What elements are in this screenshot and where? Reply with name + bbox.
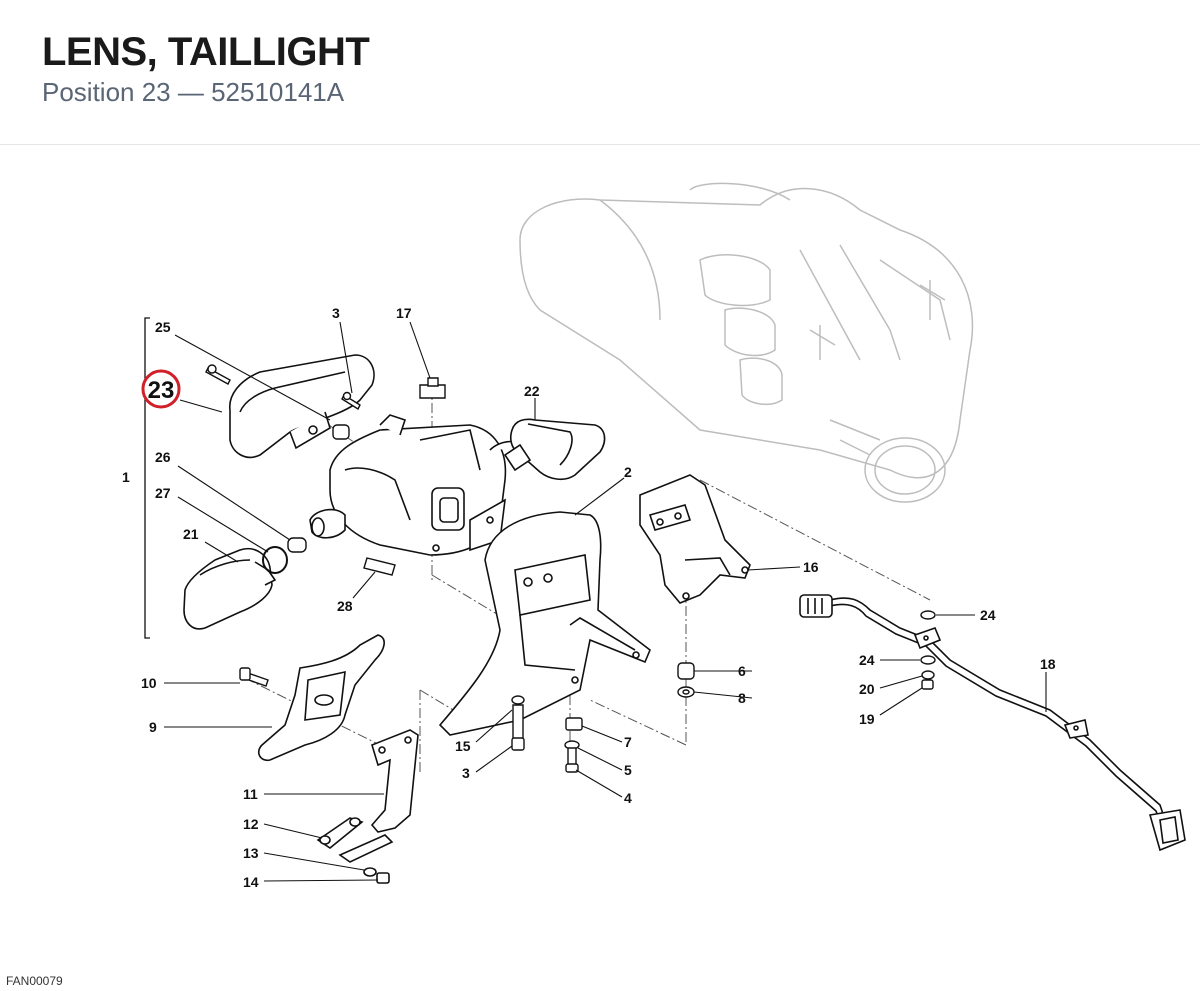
- muffler-outline: [519, 182, 974, 503]
- callout-16: 16: [803, 559, 819, 575]
- page-header: LENS, TAILLIGHT Position 23 — 52510141A: [0, 0, 1200, 145]
- bulb-and-screw: [332, 391, 361, 440]
- wiring-harness: [799, 594, 1186, 852]
- callout-10: 10: [141, 675, 157, 691]
- page-subtitle: Position 23 — 52510141A: [42, 77, 345, 107]
- harness-hardware: [920, 610, 936, 690]
- callout-22: 22: [524, 383, 540, 399]
- callout-3b: 3: [462, 765, 470, 781]
- taillight-lens: [229, 354, 375, 459]
- callout-17: 17: [396, 305, 412, 321]
- exploded-parts-diagram: 1 2 3 3 4 5 6 7 8 9 10 11 12 13 14 15 16…: [122, 182, 1186, 890]
- license-light-bracket: [258, 634, 385, 762]
- callout-labels: 1 2 3 3 4 5 6 7 8 9 10 11 12 13 14 15 16…: [122, 305, 1056, 890]
- callout-24a: 24: [980, 607, 996, 623]
- callout-12: 12: [243, 816, 259, 832]
- lower-bracket-set: [316, 729, 419, 884]
- fastener-stack: [511, 695, 583, 773]
- callout-4: 4: [624, 790, 632, 806]
- callout-8: 8: [738, 690, 746, 706]
- callout-5: 5: [624, 762, 632, 778]
- screw-10: [239, 667, 269, 687]
- callout-26: 26: [155, 449, 171, 465]
- pin: [363, 557, 396, 576]
- main-bracket: [438, 511, 651, 736]
- turn-signal-right: [503, 418, 606, 481]
- callout-7: 7: [624, 734, 632, 750]
- clip-nut: [419, 377, 446, 399]
- callout-13: 13: [243, 845, 259, 861]
- figure-code: FAN00079: [6, 974, 63, 988]
- page-title: LENS, TAILLIGHT: [42, 30, 370, 74]
- lens-screw: [205, 364, 231, 385]
- callout-9: 9: [149, 719, 157, 735]
- callout-23-highlighted[interactable]: 23: [148, 377, 175, 404]
- callout-25: 25: [155, 319, 171, 335]
- turn-signal-left: [183, 548, 277, 630]
- callout-1: 1: [122, 469, 130, 485]
- callout-3a: 3: [332, 305, 340, 321]
- callout-6: 6: [738, 663, 746, 679]
- callout-18: 18: [1040, 656, 1056, 672]
- callout-11: 11: [243, 786, 258, 802]
- callout-15: 15: [455, 738, 471, 754]
- callout-27: 27: [155, 485, 171, 501]
- callout-19: 19: [859, 711, 875, 727]
- callout-24b: 24: [859, 652, 875, 668]
- callout-21: 21: [183, 526, 199, 542]
- callout-20: 20: [859, 681, 875, 697]
- assembly-bracket: [144, 317, 150, 639]
- side-bracket: [639, 474, 751, 604]
- grommets: [677, 662, 695, 698]
- leader-lines: [164, 321, 1047, 882]
- o-ring: [262, 546, 288, 574]
- callout-28: 28: [337, 598, 353, 614]
- callout-2: 2: [624, 464, 632, 480]
- highlight-ring: [141, 369, 181, 409]
- bulb: [287, 537, 307, 553]
- callout-14: 14: [243, 874, 259, 890]
